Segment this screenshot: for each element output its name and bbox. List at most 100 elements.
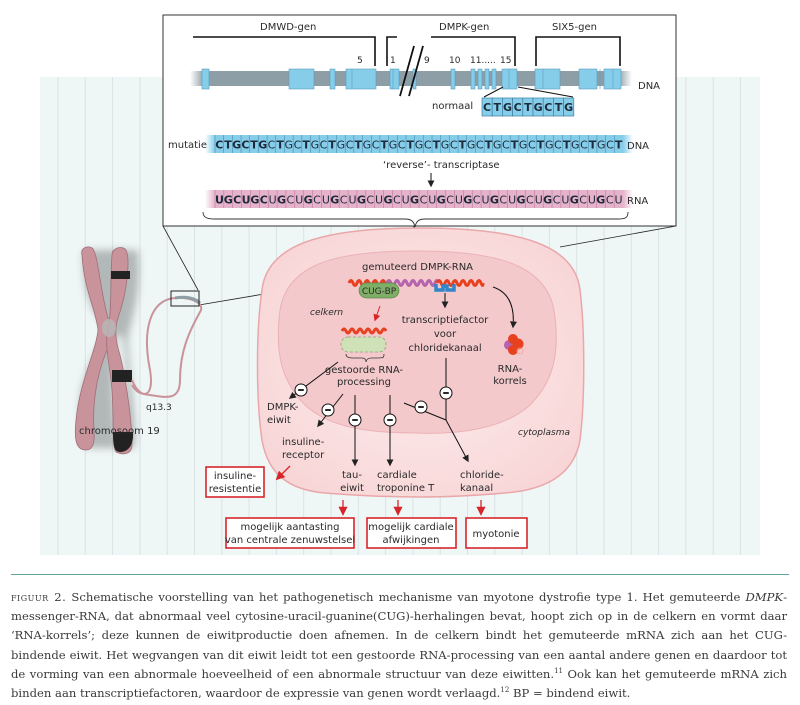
exon-number: 5 [357, 56, 363, 66]
nucleotide: G [232, 139, 241, 152]
exon-number: 10 [449, 56, 461, 66]
nucleotide: T [302, 139, 310, 152]
band-lower [112, 370, 132, 382]
inhibit-symbols [294, 383, 453, 427]
nucleotide: G [493, 139, 502, 152]
nucleotide: C [450, 139, 458, 152]
processing-brace [345, 353, 385, 363]
nucleotide: G [490, 194, 499, 207]
exon-number: 1 [390, 56, 396, 66]
gene-label-dmpk: DMPK-gen [439, 22, 489, 33]
caption-reference: 11 [554, 666, 563, 675]
caption-text: -messenger-RNA, dat abnormaal veel cytos… [11, 590, 788, 681]
product-chloride-2: kanaal [460, 483, 493, 494]
tf-label-2: voor [434, 329, 457, 340]
nucleotide: T [354, 139, 362, 152]
exon [389, 68, 400, 90]
exon-number: 11..... [470, 56, 496, 66]
nucleotide: G [545, 139, 554, 152]
nucleotide: G [389, 139, 398, 152]
nucleus-label: celkern [310, 308, 343, 318]
nucleotide: T [589, 139, 597, 152]
nucleotide: T [459, 139, 467, 152]
red-arrow-processing [373, 305, 381, 322]
nucleotide: C [420, 194, 428, 207]
nucleotide: G [285, 139, 294, 152]
nucleotide: C [579, 194, 587, 207]
nucleotide: G [564, 101, 573, 114]
gene-detail-box: DMWD-gen DMPK-gen SIX5-gen 5 1 9 10 11..… [162, 14, 677, 228]
tf-label-3: chloridekanaal [408, 343, 481, 354]
nucleotide: T [407, 139, 415, 152]
chromosome-label: chromosoom 19 [79, 426, 160, 437]
product-tau-2: eiwit [340, 483, 364, 494]
figure-caption: figuur 2. Schematische voorstelling van … [11, 588, 787, 703]
outcome-cardiac: mogelijk cardiale afwijkingen [366, 517, 457, 549]
nucleotide: G [467, 139, 476, 152]
outcome-myotonia: myotonie [465, 517, 528, 549]
nucleotide: G [503, 101, 512, 114]
nucleotide: C [398, 139, 406, 152]
tf-label-1: transcriptiefactor [402, 315, 489, 326]
band-tip [113, 432, 134, 452]
nucleotide: T [276, 139, 284, 152]
outcome-insulin-resistance: insuline- resistentie [205, 466, 265, 498]
nucleotide: U [215, 194, 224, 207]
inhibit-icon [294, 383, 308, 397]
nucleotide: C [606, 194, 614, 207]
diagram-canvas: q13.3 chromosoom 19 DMWD-gen DMPK-gen SI… [40, 14, 760, 555]
exon [470, 68, 476, 90]
granules-label-1: RNA- [498, 364, 523, 375]
inhibit-icon [414, 400, 428, 414]
product-dmpk-2: eiwit [267, 415, 291, 426]
nucleotide: C [528, 139, 536, 152]
nucleotide: C [514, 101, 522, 114]
exon [484, 68, 490, 90]
exon-number: 9 [424, 56, 430, 66]
nucleotide: G [570, 194, 579, 207]
zoom-line-left [162, 225, 199, 291]
exon [501, 68, 518, 90]
inhibit-icon [439, 386, 453, 400]
dna-loop [131, 296, 203, 398]
outcome-cns: mogelijk aantasting van centrale zenuwst… [225, 517, 355, 549]
nucleotide: C [526, 194, 534, 207]
gene-label-six5: SIX5-gen [552, 22, 597, 33]
cug-bp: CUG-BP [358, 282, 400, 299]
caption-text: BP = bindend eiwit. [509, 686, 631, 701]
outcome-text: mogelijk cardiale [368, 522, 453, 533]
nucleotide: C [372, 139, 380, 152]
chromatid-left [74, 246, 112, 451]
nucleotide: C [473, 194, 481, 207]
nucleotide: C [476, 139, 484, 152]
nucleotide: U [322, 194, 330, 207]
nucleotide: G [534, 101, 543, 114]
nucleotide: T [537, 139, 545, 152]
caption-rule [11, 574, 789, 575]
exon [534, 68, 561, 90]
nucleotide: T [381, 139, 389, 152]
nucleotide: G [415, 139, 424, 152]
nucleotide: U [561, 194, 569, 207]
nucleotide: T [250, 139, 258, 152]
exon [603, 68, 622, 90]
nucleotide: G [596, 194, 605, 207]
nucleotide: G [383, 194, 392, 207]
outcome-text: insuline- [214, 471, 257, 482]
outcome-arrows [275, 465, 486, 516]
dna-label: DNA [638, 81, 660, 92]
outcome-text: resistentie [209, 484, 262, 495]
nucleotide: T [555, 101, 563, 114]
nucleotide: U [242, 194, 251, 207]
product-insulin-1: insuline- [282, 437, 325, 448]
break-marks [399, 45, 424, 97]
cug-bp-depleted [340, 336, 387, 353]
nucleotide: G [516, 194, 525, 207]
chromatid-right [106, 247, 133, 455]
exon [477, 68, 483, 90]
nucleotide: C [553, 194, 561, 207]
nucleotide: G [463, 194, 472, 207]
caption-text: Ook kan het gemuteerde mRNA zich binden … [11, 666, 787, 701]
exons [201, 45, 622, 97]
